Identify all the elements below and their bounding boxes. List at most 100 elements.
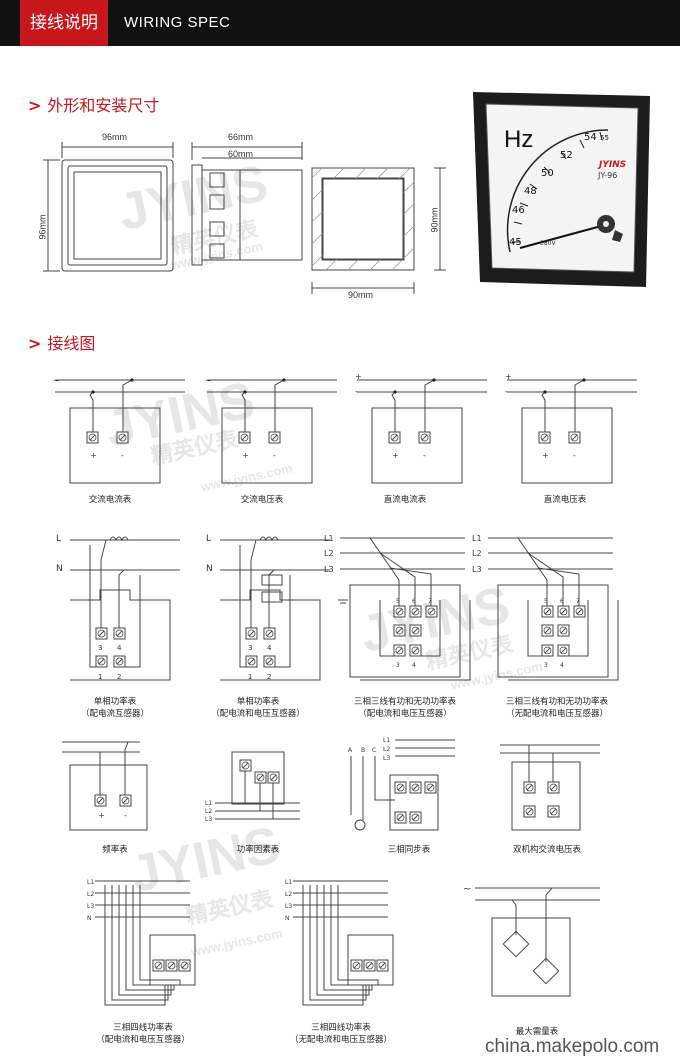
wire [309,885,367,1001]
plus-label: + [242,451,249,460]
terminal-screw [121,796,130,805]
terminal-screw [420,433,429,442]
dim-side-inner: 60mm [228,149,254,159]
wire [424,379,435,432]
header-bar: 接线说明 WIRING SPEC [0,0,680,46]
terminal-label: 6 [560,598,564,605]
phase-label: L [206,534,211,544]
phase-label: L1 [383,737,390,744]
wire [415,600,441,657]
wire [118,569,125,628]
wire [379,552,416,606]
terminal-screw [543,626,552,635]
caption-power-factor: 功率因素表 [236,845,280,855]
terminal-screw [411,783,420,792]
phase-label: L3 [87,903,94,910]
meter-box [389,774,439,831]
terminal-screw [411,607,420,616]
terminal-slot [421,434,428,441]
wire [125,885,175,991]
terminal-slot [397,784,404,791]
meter-box [69,764,148,831]
meter-scale-label: 50 [541,168,554,179]
phase-label: L2 [87,891,94,898]
ac-symbol: ~ [53,376,60,385]
wire [269,575,291,668]
terminal-screw [540,433,549,442]
minus-label: - [121,451,124,460]
terminal-screw [154,961,163,970]
terminal-screw [115,657,124,666]
wire [323,885,373,991]
phase-label: L1 [472,534,482,543]
terminal-label: 5 [544,598,548,605]
terminal-screw [256,773,265,782]
terminal-label: 5 [396,598,400,605]
terminal-slot [412,814,419,821]
meter-model: JY-96 [598,171,618,180]
caption-three-phase-3w-ct-pt: 三相三线有功和无功功率表（配电流和电压互感器） [353,697,456,719]
terminal-slot [266,658,273,665]
phase-label: L3 [285,903,292,910]
wire [369,537,400,606]
junction-dot [91,390,95,394]
chevron-right-icon: > [28,96,42,115]
wire [104,885,166,1006]
terminal-screw [97,657,106,666]
wire [379,600,399,657]
wire [374,756,395,801]
phase-label: L1 [285,879,292,886]
header-tab[interactable]: 接线说明 [20,0,108,46]
meter-brand: JYINS [599,160,627,170]
phase-label: N [56,564,63,574]
terminal-slot [560,647,567,654]
junction-dot [130,378,134,382]
terminal-screw [575,607,584,616]
plus-label: + [542,451,549,460]
section-title-text: 接线图 [47,334,96,353]
terminal-slot [526,784,533,791]
terminal-label: A [348,747,353,754]
terminal-label: 4 [412,662,416,669]
terminal-screw [427,607,436,616]
terminal-label: 7 [428,598,432,605]
terminal-slot [89,434,96,441]
meter-scale-label: 54 [584,132,597,143]
meter-scale-label: 46 [512,205,525,216]
chevron-right-icon: > [28,334,42,353]
phase-label: L1 [205,800,212,807]
dim-side-depth: 66mm [228,132,254,142]
terminal-screw [525,807,534,816]
wire [511,899,517,935]
section-title-text: 外形和安装尺寸 [47,96,160,115]
caption-dc-ammeter: 直流电流表 [383,495,427,505]
terminal-slot [427,784,434,791]
meter-box [221,407,313,484]
terminal-slot [544,608,551,615]
terminal-slot [155,962,162,969]
phase-label: L3 [472,565,482,574]
phase-label: L2 [472,549,482,558]
terminal-slot [396,608,403,615]
wire [119,575,141,668]
phase-label: L2 [205,808,212,815]
ct-coil [109,536,129,542]
terminal-slot [544,647,551,654]
terminal-screw [115,629,124,638]
terminal-slot [571,434,578,441]
ac-symbol: ~ [205,376,212,385]
terminal-screw [378,961,387,970]
terminal [532,957,560,985]
wire [563,600,589,657]
caption-ac-voltmeter: 交流电压表 [240,495,284,505]
terminal-slot [248,658,255,665]
plus-label: + [98,811,105,820]
phase-label: L1 [324,534,334,543]
caption-max-demand: 最大需量表 [515,1027,559,1037]
terminal-slot [396,627,403,634]
wire [118,885,172,996]
wire [89,391,94,432]
terminal-slot [98,658,105,665]
terminal-label: 7 [576,598,580,605]
terminal-slot [181,962,188,969]
